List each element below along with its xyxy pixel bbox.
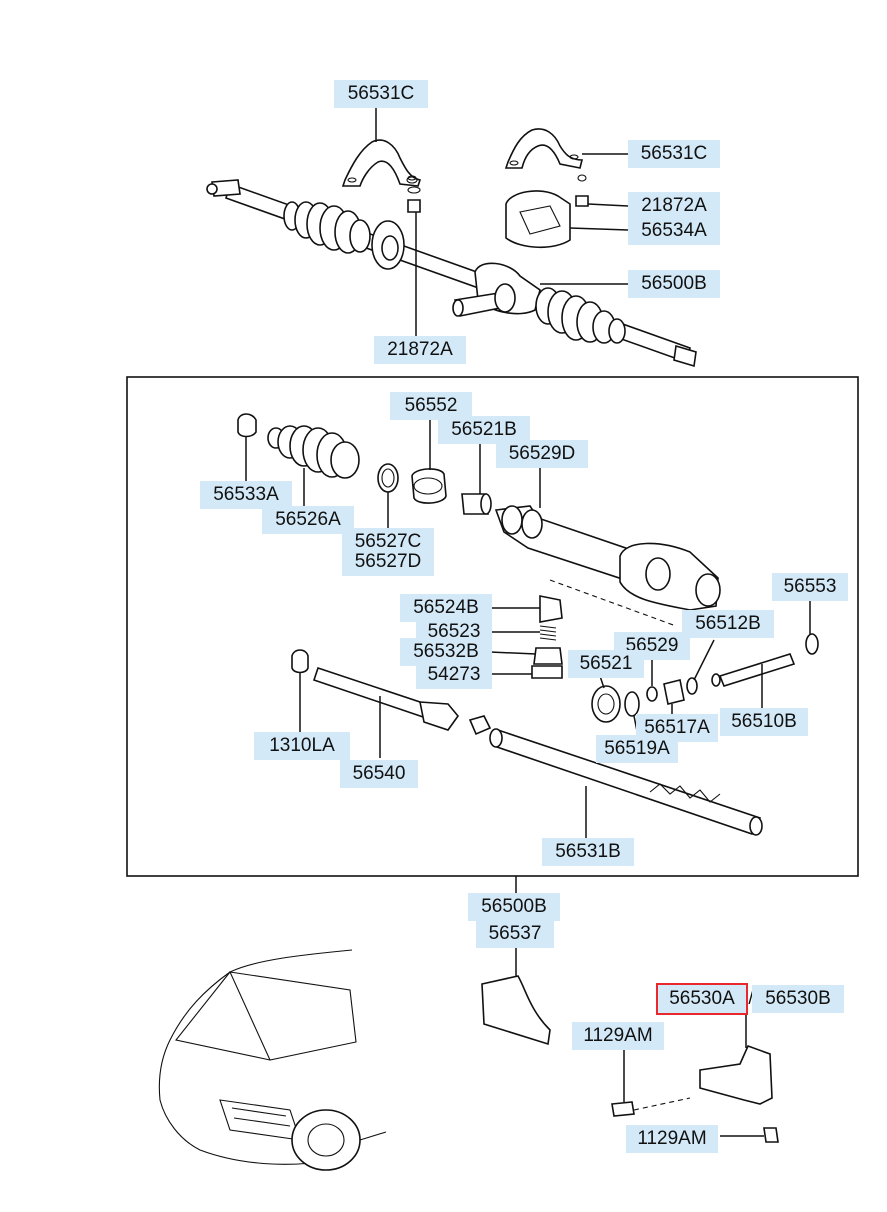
part-label-1310la[interactable]: 1310LA — [254, 732, 350, 760]
part-label-21872a-bottom[interactable]: 21872A — [374, 336, 466, 364]
part-label-56529d[interactable]: 56529D — [496, 440, 588, 468]
part-label-21872a-right[interactable]: 21872A — [628, 192, 720, 220]
part-label-56533a[interactable]: 56533A — [200, 481, 292, 509]
part-label-56552[interactable]: 56552 — [390, 392, 472, 420]
part-label-1129am-bottom[interactable]: 1129AM — [626, 1125, 718, 1153]
part-label-54273[interactable]: 54273 — [416, 661, 492, 689]
part-label-56512b[interactable]: 56512B — [682, 610, 774, 638]
bracket-illustrations — [481, 876, 779, 1143]
part-label-56537[interactable]: 56537 — [476, 920, 554, 948]
part-label-56531c-top[interactable]: 56531C — [334, 80, 428, 108]
steering-gear-assembly-illustration — [206, 108, 697, 368]
vehicle-illustration — [158, 949, 387, 1171]
part-label-56500b-bottom[interactable]: 56500B — [468, 893, 560, 921]
part-label-56524b[interactable]: 56524B — [400, 594, 492, 622]
part-label-56527d[interactable]: 56527D — [342, 548, 434, 576]
part-label-56521[interactable]: 56521 — [568, 650, 644, 678]
part-label-56519a[interactable]: 56519A — [596, 735, 678, 763]
part-label-56526a[interactable]: 56526A — [262, 506, 354, 534]
part-label-56530b[interactable]: 56530B — [752, 985, 844, 1013]
part-label-1129am-top[interactable]: 1129AM — [572, 1022, 664, 1050]
exploded-view-frame — [126, 376, 859, 877]
part-label-56553[interactable]: 56553 — [772, 573, 848, 601]
part-label-56534a[interactable]: 56534A — [628, 217, 720, 245]
part-label-56531b[interactable]: 56531B — [542, 838, 634, 866]
part-label-56500b-top[interactable]: 56500B — [628, 270, 720, 298]
part-label-56540[interactable]: 56540 — [340, 760, 418, 788]
part-label-56510b[interactable]: 56510B — [720, 708, 808, 736]
exploded-components-illustration — [237, 413, 819, 838]
part-label-56530a-highlighted[interactable]: 56530A — [656, 983, 748, 1015]
part-label-56531c-right[interactable]: 56531C — [628, 140, 720, 168]
part-label-56521b[interactable]: 56521B — [438, 416, 530, 444]
label-separator: / — [748, 988, 754, 1009]
